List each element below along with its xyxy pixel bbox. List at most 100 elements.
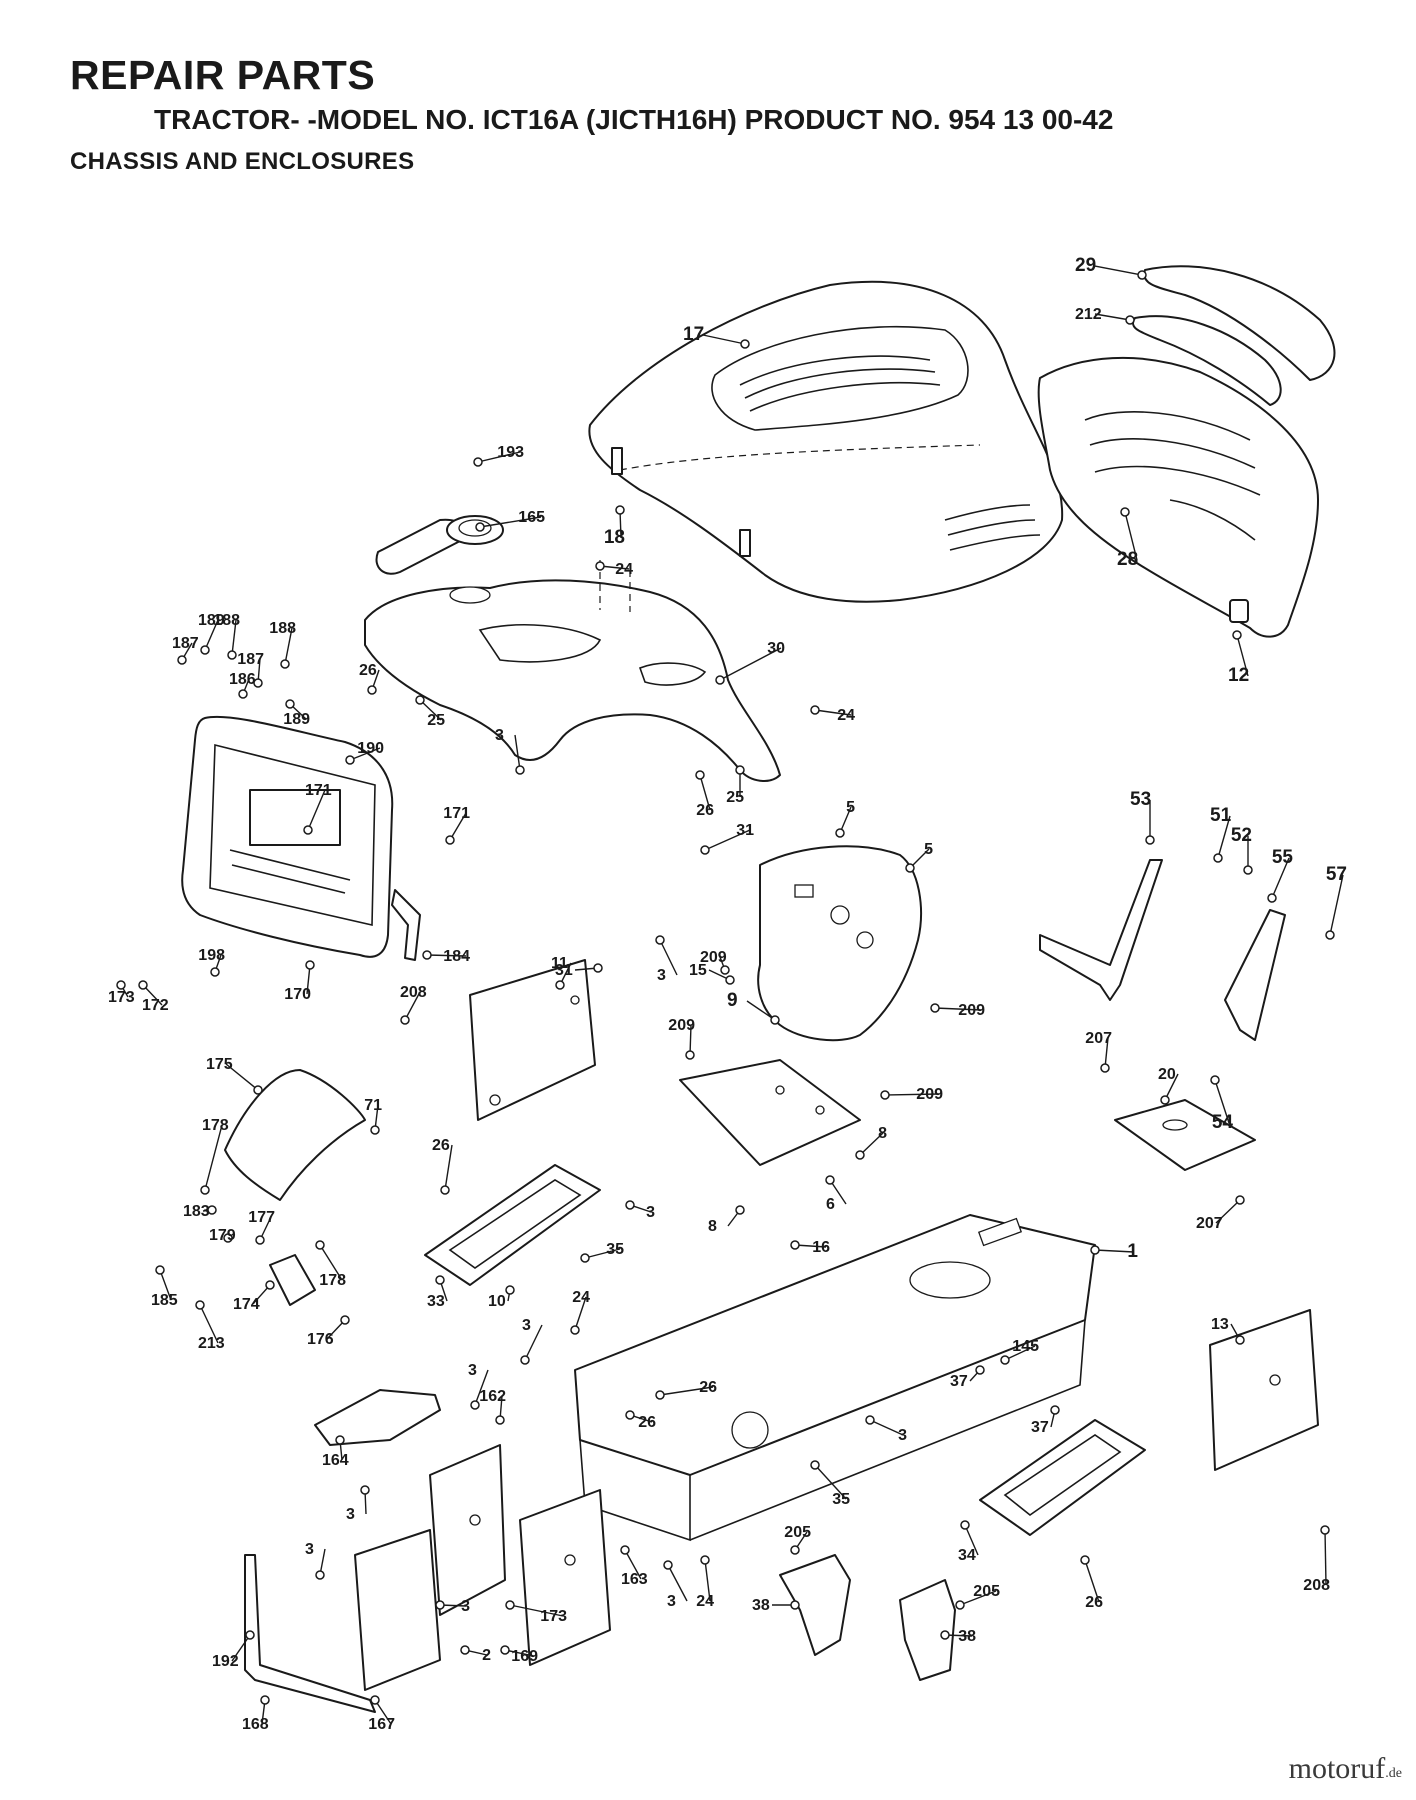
callout-target-187	[177, 655, 187, 665]
callout-leader-190	[349, 747, 381, 761]
callout-target-12	[1232, 630, 1242, 640]
callout-leader-24	[814, 709, 852, 716]
callout-target-178	[315, 1240, 325, 1250]
callout-target-208	[400, 1015, 410, 1025]
callout-target-209	[880, 1090, 890, 1100]
callout-label: 205	[784, 1524, 811, 1541]
callout-label: 209	[916, 1086, 943, 1103]
callout-target-55	[1267, 893, 1277, 903]
callout-leader-208	[404, 991, 421, 1021]
callout-target-179	[223, 1233, 233, 1243]
callout-label: 55	[1272, 847, 1294, 868]
callout-label: 25	[726, 789, 744, 806]
callout-label: 26	[696, 802, 714, 819]
callout-target-26	[1080, 1555, 1090, 1565]
callout-target-209	[685, 1050, 695, 1060]
callout-target-28	[1120, 507, 1130, 517]
watermark: motoruf.de	[1289, 1752, 1402, 1786]
page-title: REPAIR PARTS	[70, 52, 376, 98]
callout-leader-9	[746, 1000, 776, 1021]
callout-label: 9	[727, 990, 738, 1011]
callout-leader-171	[449, 812, 467, 841]
callout-leader-165	[479, 516, 542, 528]
callout-target-9	[770, 1015, 780, 1025]
callout-target-3	[663, 1560, 673, 1570]
callout-label: 187	[237, 651, 264, 668]
callout-target-35	[810, 1460, 820, 1470]
callout-label: 26	[699, 1379, 717, 1396]
callout-target-37	[1050, 1405, 1060, 1415]
callout-label: 209	[700, 949, 727, 966]
callout-label: 34	[958, 1547, 976, 1564]
callout-leader-31	[704, 829, 751, 851]
callout-leader-16	[794, 1244, 827, 1248]
callout-leader-34	[964, 1524, 979, 1556]
callout-leader-24	[599, 565, 630, 570]
callout-leader-192	[231, 1634, 251, 1662]
callout-target-3	[655, 935, 665, 945]
callout-leader-163	[624, 1549, 642, 1580]
callout-label: 26	[1085, 1594, 1103, 1611]
callout-target-205	[790, 1545, 800, 1555]
callout-label: 177	[248, 1209, 275, 1226]
callout-leader-178	[204, 1124, 223, 1191]
callout-leader-145	[1004, 1345, 1036, 1361]
callout-target-189	[285, 699, 295, 709]
callout-leader-175	[225, 1063, 259, 1091]
callout-label: 3	[522, 1317, 531, 1334]
callout-target-3	[515, 765, 525, 775]
callout-target-15	[725, 975, 735, 985]
callout-label: 209	[958, 1002, 985, 1019]
callout-label: 6	[826, 1196, 835, 1213]
part-pedal	[269, 1254, 316, 1306]
callout-leader-184	[426, 954, 467, 957]
callout-leader-3	[869, 1419, 904, 1436]
callout-target-25	[415, 695, 425, 705]
callout-target-51	[1213, 853, 1223, 863]
part-hood	[588, 280, 1064, 603]
callout-label: 3	[495, 727, 504, 744]
callout-label: 190	[357, 740, 384, 757]
callout-label: 18	[604, 527, 625, 548]
callout-label: 57	[1326, 864, 1347, 885]
callout-target-18	[615, 505, 625, 515]
callout-label: 26	[359, 662, 377, 679]
callout-leader-3	[524, 1324, 543, 1361]
callout-label: 53	[1130, 789, 1151, 810]
callout-label: 165	[518, 509, 545, 526]
callout-target-1	[1090, 1245, 1100, 1255]
callout-label: 3	[461, 1598, 470, 1615]
callout-target-174	[265, 1280, 275, 1290]
callout-target-164	[335, 1435, 345, 1445]
callout-target-8	[735, 1205, 745, 1215]
callout-leader-54	[1214, 1079, 1230, 1124]
callout-label: 51	[1210, 805, 1232, 826]
callout-target-24	[810, 705, 820, 715]
callout-label: 3	[468, 1362, 477, 1379]
callout-label: 24	[615, 561, 633, 578]
callout-target-193	[473, 457, 483, 467]
callout-label: 164	[322, 1452, 349, 1469]
callout-target-185	[155, 1265, 165, 1275]
callout-label: 15	[689, 962, 707, 979]
callout-label: 208	[400, 984, 427, 1001]
callout-label: 178	[202, 1117, 229, 1134]
callout-label: 3	[346, 1506, 355, 1523]
part-bracket-38-right	[899, 1579, 956, 1681]
part-steering-support	[757, 845, 922, 1042]
callout-label: 17	[683, 324, 704, 345]
callout-target-53	[1145, 835, 1155, 845]
callout-leader-188	[284, 627, 293, 665]
callout-label: 26	[432, 1137, 450, 1154]
callout-label: 11	[551, 955, 568, 972]
callout-label: 176	[307, 1331, 334, 1348]
callout-target-163	[620, 1545, 630, 1555]
callout-target-54	[1210, 1075, 1220, 1085]
callout-label: 173	[540, 1608, 567, 1625]
callout-label: 29	[1075, 255, 1096, 276]
part-grille	[1037, 356, 1319, 638]
callout-label: 184	[443, 948, 470, 965]
callout-label: 207	[1196, 1215, 1223, 1232]
callout-target-172	[138, 980, 148, 990]
callout-label: 33	[427, 1293, 445, 1310]
